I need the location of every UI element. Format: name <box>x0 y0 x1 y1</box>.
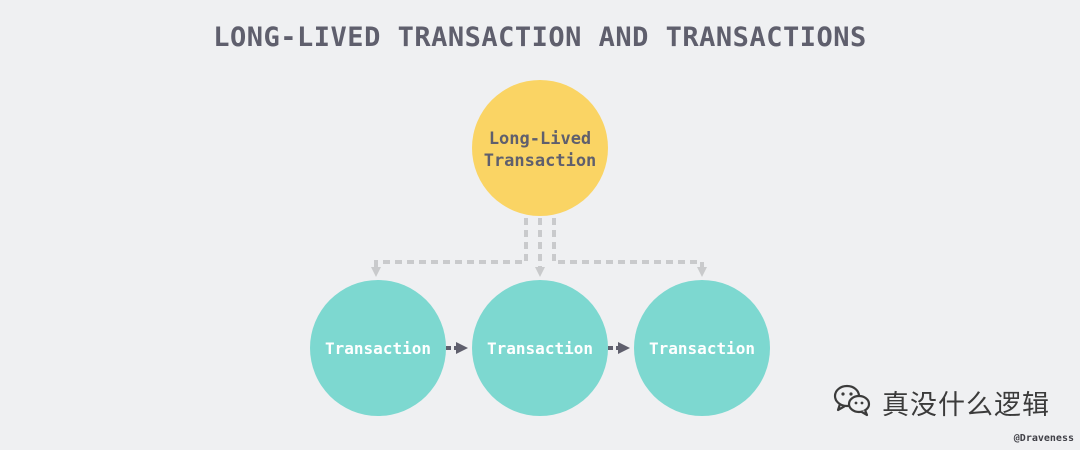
wechat-watermark: 真没什么逻辑 <box>832 382 1050 423</box>
connector-to-transaction-3 <box>552 218 707 277</box>
long-lived-transaction-node: Long-Lived Transaction <box>472 80 608 216</box>
watermark-text: 真没什么逻辑 <box>882 390 1050 421</box>
transaction-node-1: Transaction <box>310 280 446 416</box>
diagram-title: LONG-LIVED TRANSACTION AND TRANSACTIONS <box>213 22 867 53</box>
transaction-node-3: Transaction <box>634 280 770 416</box>
author-credit: @Draveness <box>1013 433 1074 444</box>
long-lived-label-line1: Long-Lived <box>489 129 591 149</box>
transaction-node-2: Transaction <box>472 280 608 416</box>
connector-to-transaction-1 <box>371 218 528 277</box>
dashed-connectors <box>371 218 707 277</box>
transaction-3-label: Transaction <box>649 339 755 358</box>
wechat-icon <box>832 382 872 423</box>
transaction-2-label: Transaction <box>487 339 593 358</box>
long-lived-label-line2: Transaction <box>484 151 597 171</box>
transaction-1-label: Transaction <box>325 339 431 358</box>
